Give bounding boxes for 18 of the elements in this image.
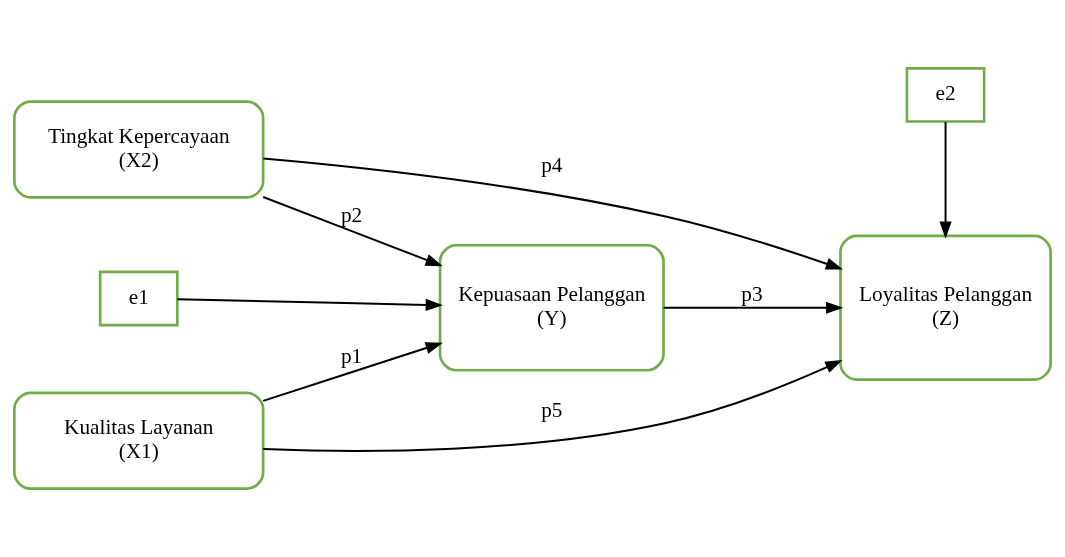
edge-label: p1 [340,344,363,369]
arrow [939,120,952,239]
node-box: Tingkat Kepercayaan (X2) [13,100,265,199]
arrow [262,360,843,452]
node-box: Kualitas Layanan (X1) [13,391,265,490]
node-box: e2 [905,67,986,123]
edge-label: p5 [541,397,563,422]
arrow [662,301,844,314]
arrow [262,157,844,270]
edge-label: p2 [340,203,363,228]
node-box: e1 [98,270,179,327]
arrow [262,342,443,402]
arrow [176,298,443,311]
node-box: Kepuasaan Pelanggan (Y) [438,243,665,372]
edge-label: p4 [541,152,563,177]
edge-label: p3 [741,281,763,306]
node-box: Loyalitas Pelanggan (Z) [839,234,1052,381]
arrow [262,195,443,267]
